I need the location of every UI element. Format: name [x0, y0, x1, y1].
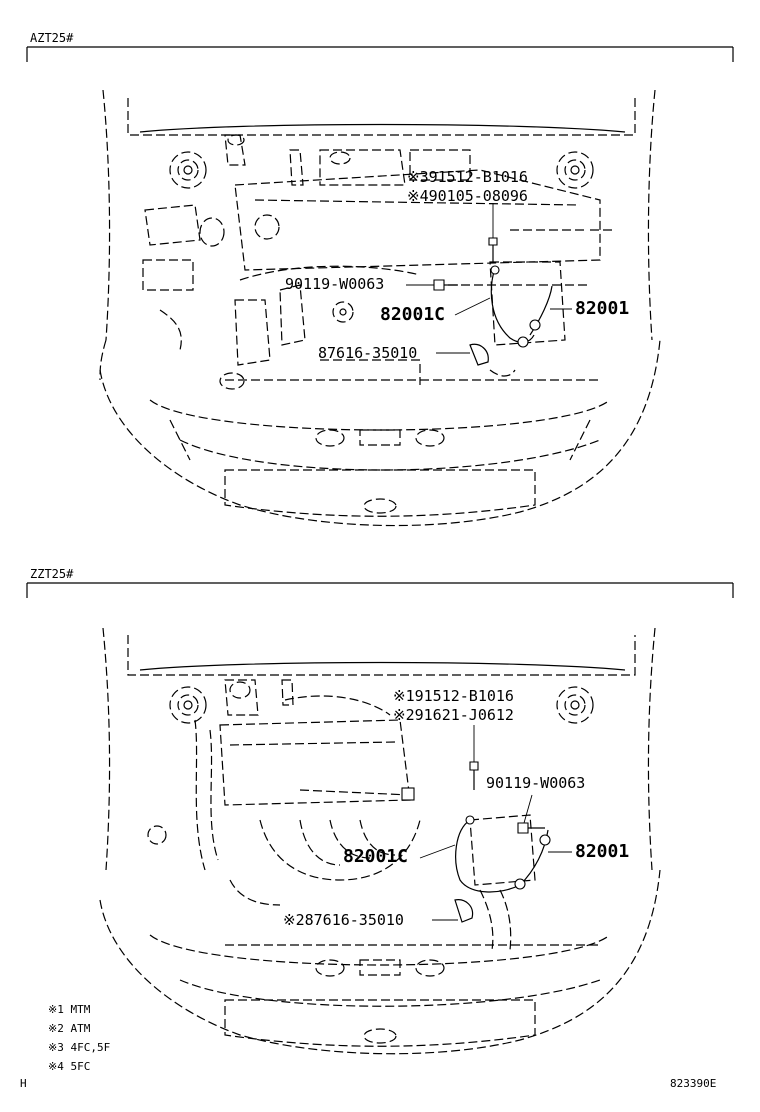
callout-part-number: 82001 — [575, 841, 630, 862]
callout-part-number: 91512-B1016 — [414, 687, 514, 705]
legend-marker: ※3 — [48, 1041, 64, 1054]
callout-marker: ※2 — [283, 911, 305, 929]
callout-part-number: 91512-B1016 — [428, 168, 528, 186]
callout-part-number: 82001 — [575, 298, 630, 319]
legend-item: ※1 MTM — [48, 1004, 90, 1015]
callout-90119-w0063[interactable]: 90119-W0063 — [486, 776, 585, 791]
callout-82001c[interactable]: 82001C — [380, 306, 445, 324]
legend-marker: ※4 — [48, 1060, 64, 1073]
callout-part-number: 82001C — [343, 846, 409, 867]
callout-part-number: 90105-08096 — [428, 187, 528, 205]
legend-text: MTM — [70, 1003, 91, 1016]
legend-item: ※2 ATM — [48, 1023, 90, 1034]
model-label-zzt25: ZZT25# — [30, 567, 74, 581]
callout-87616-35010[interactable]: ※287616-35010 — [283, 913, 404, 928]
callout-marker: ※1 — [393, 687, 415, 705]
callout-part-number: 90119-W0063 — [486, 774, 586, 792]
callout-part-number: 91621-J0612 — [414, 706, 514, 724]
callout-90105-08096[interactable]: ※490105-08096 — [407, 189, 528, 204]
legend-text: 5FC — [70, 1060, 91, 1073]
callout-82001[interactable]: 82001 — [575, 300, 629, 318]
section-bracket-bottom — [26, 582, 734, 598]
callout-87616-35010[interactable]: 87616-35010 — [318, 346, 417, 361]
figure-reference-number: 823390E — [670, 1077, 717, 1090]
engine-bay-azt25 — [99, 89, 661, 527]
legend-text: ATM — [70, 1022, 91, 1035]
callout-part-number: 87616-35010 — [304, 911, 404, 929]
callout-90119-w0063[interactable]: 90119-W0063 — [285, 277, 384, 292]
callout-82001[interactable]: 82001 — [575, 843, 629, 861]
engine-bay-zzt25 — [99, 627, 661, 1055]
legend-marker: ※1 — [48, 1003, 64, 1016]
legend-text: 4FC,5F — [70, 1041, 111, 1054]
callout-marker: ※3 — [407, 168, 429, 186]
section-bracket-top — [26, 46, 734, 62]
callout-91512-b1016[interactable]: ※391512-B1016 — [407, 170, 528, 185]
legend-marker: ※2 — [48, 1022, 64, 1035]
legend-item: ※3 4FC,5F — [48, 1042, 110, 1053]
callout-82001c[interactable]: 82001C — [343, 848, 408, 866]
callout-91621-j0612[interactable]: ※291621-J0612 — [393, 708, 514, 723]
footer-left-code: H — [20, 1077, 27, 1090]
callout-part-number: 82001C — [380, 304, 446, 325]
callout-marker: ※4 — [407, 187, 429, 205]
callout-part-number: 90119-W0063 — [285, 275, 385, 293]
callout-marker: ※2 — [393, 706, 415, 724]
callout-part-number: 87616-35010 — [318, 344, 418, 362]
legend-item: ※4 5FC — [48, 1061, 90, 1072]
callout-91512-b1016[interactable]: ※191512-B1016 — [393, 689, 514, 704]
model-label-azt25: AZT25# — [30, 31, 74, 45]
